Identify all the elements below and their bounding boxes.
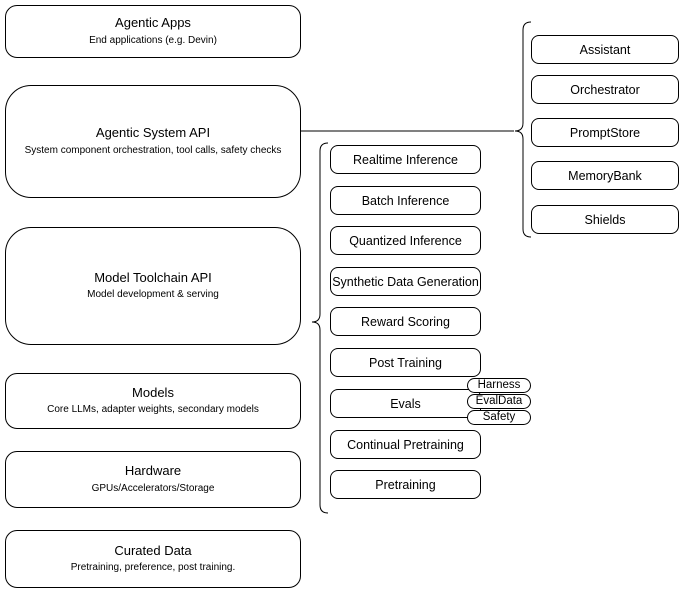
node-realtime-inference: Realtime Inference [330, 145, 481, 174]
node-subtitle: Core LLMs, adapter weights, secondary mo… [47, 404, 259, 416]
node-reward-scoring: Reward Scoring [330, 307, 481, 336]
node-label: PromptStore [569, 125, 641, 140]
node-label: Evals [390, 396, 421, 411]
node-agentic-apps: Agentic Apps End applications (e.g. Devi… [5, 5, 301, 58]
node-subtitle: System component orchestration, tool cal… [24, 144, 282, 156]
node-model-toolchain-api: Model Toolchain API Model development & … [5, 227, 301, 345]
node-subtitle: GPUs/Accelerators/Storage [91, 482, 215, 494]
node-title: Agentic Apps [115, 15, 191, 31]
node-label: Continual Pretraining [347, 437, 464, 452]
node-label: Shields [584, 212, 626, 227]
tag-harness: Harness [467, 378, 531, 393]
node-label: Synthetic Data Generation [332, 274, 479, 289]
node-shields: Shields [531, 205, 679, 234]
node-label: MemoryBank [568, 168, 642, 183]
node-promptstore: PromptStore [531, 118, 679, 147]
tag-label: EvalData [475, 394, 523, 407]
node-assistant: Assistant [531, 35, 679, 64]
toolchain-brace [311, 142, 329, 514]
node-hardware: Hardware GPUs/Accelerators/Storage [5, 451, 301, 508]
node-label: Realtime Inference [353, 152, 458, 167]
node-orchestrator: Orchestrator [531, 75, 679, 104]
node-quantized-inference: Quantized Inference [330, 226, 481, 255]
node-title: Agentic System API [95, 125, 211, 141]
node-title: Curated Data [114, 542, 192, 558]
node-batch-inference: Batch Inference [330, 186, 481, 215]
node-label: Post Training [369, 355, 442, 370]
node-models: Models Core LLMs, adapter weights, secon… [5, 373, 301, 429]
tag-label: Safety [482, 410, 516, 423]
node-subtitle: Model development & serving [87, 289, 219, 301]
node-label: Quantized Inference [349, 233, 462, 248]
tag-label: Harness [477, 378, 521, 391]
tag-evaldata: EvalData [467, 394, 531, 409]
node-label: Assistant [579, 42, 631, 57]
node-subtitle: Pretraining, preference, post training. [70, 562, 236, 574]
node-continual-pretraining: Continual Pretraining [330, 430, 481, 459]
node-curated-data: Curated Data Pretraining, preference, po… [5, 530, 301, 588]
node-subtitle: End applications (e.g. Devin) [89, 34, 217, 46]
node-memorybank: MemoryBank [531, 161, 679, 190]
node-title: Model Toolchain API [94, 269, 212, 285]
node-post-training: Post Training [330, 348, 481, 377]
node-label: Reward Scoring [361, 314, 450, 329]
node-synthetic-data-generation: Synthetic Data Generation [330, 267, 481, 296]
node-pretraining: Pretraining [330, 470, 481, 499]
node-label: Orchestrator [570, 82, 640, 97]
node-label: Batch Inference [361, 193, 450, 208]
node-label: Pretraining [375, 477, 436, 492]
node-title: Hardware [124, 463, 182, 479]
node-agentic-system-api: Agentic System API System component orch… [5, 85, 301, 198]
tag-safety: Safety [467, 410, 531, 425]
node-evals: Evals [330, 389, 481, 418]
system-components-brace [514, 21, 532, 238]
node-title: Models [132, 384, 174, 400]
